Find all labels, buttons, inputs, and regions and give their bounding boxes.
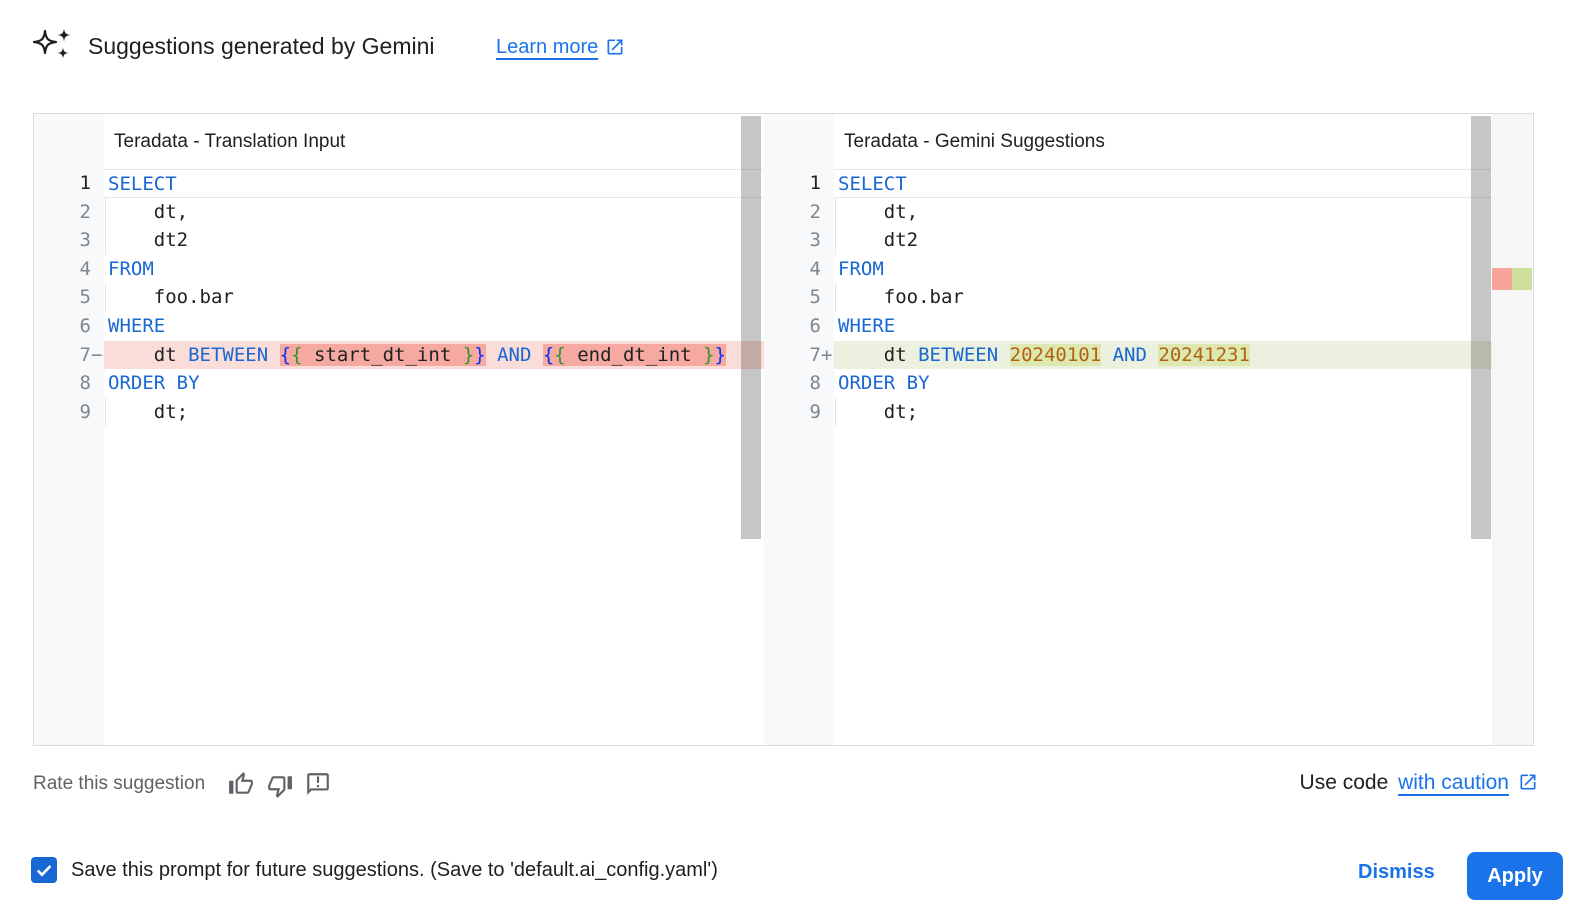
line-number: 2 bbox=[809, 200, 821, 223]
code-line: 5 foo.bar bbox=[764, 283, 1492, 312]
code-text[interactable]: dt, bbox=[104, 197, 764, 227]
dismiss-button[interactable]: Dismiss bbox=[1352, 860, 1441, 885]
code-line: 8 ORDER BY bbox=[34, 369, 764, 398]
code-line: 7+ dt BETWEEN 20240101 AND 20241231 bbox=[764, 340, 1492, 370]
use-code-label: Use code bbox=[1299, 771, 1395, 794]
code-text[interactable]: foo.bar bbox=[834, 283, 1492, 312]
code-line: 2 dt, bbox=[764, 197, 1492, 227]
code-text[interactable]: FROM bbox=[838, 257, 884, 280]
code-text[interactable]: dt; bbox=[834, 397, 1492, 427]
apply-button[interactable]: Apply bbox=[1467, 852, 1563, 900]
line-number: 3 bbox=[79, 229, 91, 252]
feedback-icon[interactable] bbox=[305, 771, 331, 797]
with-caution-link[interactable]: with caution bbox=[1398, 771, 1509, 794]
save-prompt-label: Save this prompt for future suggestions.… bbox=[71, 859, 718, 881]
thumbs-up-icon[interactable] bbox=[228, 771, 254, 797]
diff-overview-marks bbox=[1492, 268, 1532, 290]
code-line: 1 SELECT bbox=[34, 169, 764, 198]
code-line: 3 dt2 bbox=[34, 226, 764, 255]
line-number-gutter bbox=[764, 114, 834, 745]
code-line: 1 SELECT bbox=[764, 169, 1492, 198]
rate-suggestion-label: Rate this suggestion bbox=[33, 773, 206, 794]
code-text[interactable]: dt BETWEEN {{ start_dt_int }} AND {{ end… bbox=[104, 340, 764, 370]
line-number: 6 bbox=[79, 314, 91, 337]
code-text[interactable]: dt; bbox=[104, 397, 764, 427]
line-number: 5 bbox=[79, 286, 91, 309]
code-text[interactable]: ORDER BY bbox=[838, 372, 930, 395]
line-number: 2 bbox=[79, 200, 91, 223]
pane-title-left: Teradata - Translation Input bbox=[114, 131, 346, 152]
vertical-scrollbar[interactable] bbox=[741, 116, 761, 539]
line-number: 7+ bbox=[809, 343, 833, 366]
diff-overview-ruler[interactable] bbox=[1492, 114, 1532, 745]
line-number-gutter bbox=[34, 114, 104, 745]
open-in-new-icon bbox=[607, 39, 623, 54]
thumbs-down-icon[interactable] bbox=[267, 773, 293, 799]
code-text[interactable]: SELECT bbox=[104, 169, 764, 198]
line-number: 5 bbox=[809, 286, 821, 309]
code-line: 2 dt, bbox=[34, 197, 764, 227]
line-number: 8 bbox=[79, 372, 91, 395]
code-line: 8 ORDER BY bbox=[764, 369, 1492, 398]
line-number: 4 bbox=[809, 257, 821, 280]
addition-mark bbox=[1512, 268, 1532, 290]
code-text[interactable]: WHERE bbox=[108, 314, 166, 337]
code-line: 5 foo.bar bbox=[34, 283, 764, 312]
code-line: 9 dt; bbox=[34, 397, 764, 427]
code-line: 6 WHERE bbox=[764, 312, 1492, 341]
line-number: 1 bbox=[79, 172, 91, 194]
line-number: 3 bbox=[809, 229, 821, 252]
open-in-new-icon bbox=[1520, 774, 1536, 790]
checkmark-icon bbox=[36, 865, 52, 877]
code-text[interactable]: WHERE bbox=[838, 314, 896, 337]
line-number: 1 bbox=[809, 172, 821, 194]
code-line: 4 FROM bbox=[764, 255, 1492, 284]
use-code-caution: Use code with caution bbox=[1300, 771, 1538, 795]
deletion-mark bbox=[1492, 268, 1512, 290]
line-number: 4 bbox=[79, 257, 91, 280]
code-line: 9 dt; bbox=[764, 397, 1492, 427]
code-text[interactable]: dt, bbox=[834, 197, 1492, 227]
code-line: 6 WHERE bbox=[34, 312, 764, 341]
code-text[interactable]: dt BETWEEN 20240101 AND 20241231 bbox=[834, 340, 1492, 370]
code-text[interactable]: SELECT bbox=[834, 169, 1492, 198]
code-line: 3 dt2 bbox=[764, 226, 1492, 255]
code-text[interactable]: dt2 bbox=[834, 226, 1492, 255]
line-number: 6 bbox=[809, 314, 821, 337]
line-number: 7− bbox=[79, 343, 103, 366]
code-text[interactable]: foo.bar bbox=[104, 283, 764, 312]
vertical-scrollbar[interactable] bbox=[1471, 116, 1491, 539]
gemini-sparkle-icon bbox=[30, 26, 74, 64]
line-number: 9 bbox=[809, 400, 821, 423]
learn-more-label: Learn more bbox=[496, 36, 599, 58]
line-number: 9 bbox=[79, 400, 91, 423]
save-prompt-checkbox[interactable] bbox=[31, 857, 57, 883]
code-line: 4 FROM bbox=[34, 255, 764, 284]
code-text[interactable]: dt2 bbox=[104, 226, 764, 255]
code-text[interactable]: ORDER BY bbox=[108, 372, 200, 395]
learn-more-link[interactable]: Learn more bbox=[496, 36, 625, 59]
line-number: 8 bbox=[809, 372, 821, 395]
code-line: 7− dt BETWEEN {{ start_dt_int }} AND {{ … bbox=[34, 340, 764, 370]
pane-title-right: Teradata - Gemini Suggestions bbox=[844, 131, 1105, 152]
page-title: Suggestions generated by Gemini bbox=[88, 33, 435, 59]
code-text[interactable]: FROM bbox=[108, 257, 154, 280]
